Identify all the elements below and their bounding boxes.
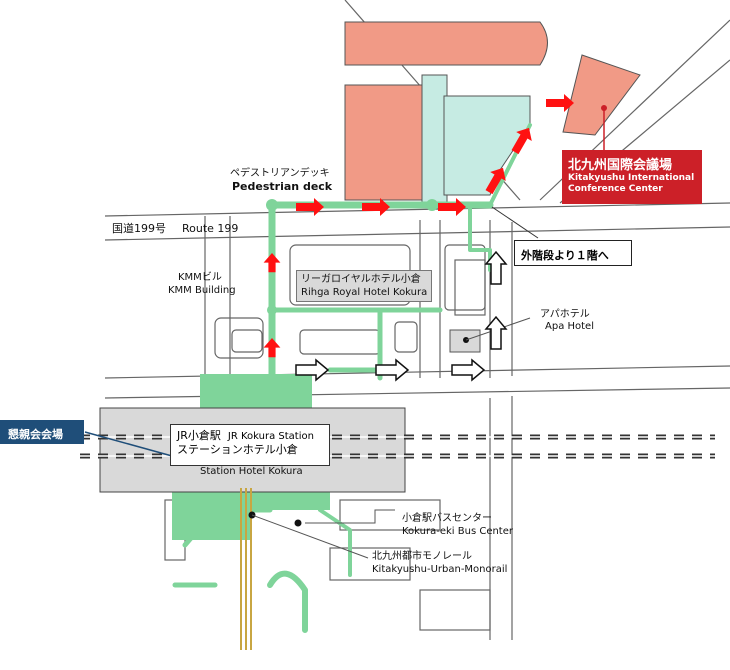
- pedestrian-deck-label-jp: ペデストリアンデッキ: [230, 168, 330, 179]
- pedestrian-deck-label-en: Pedestrian deck: [232, 180, 333, 193]
- red-arrow-right: [438, 198, 466, 216]
- station-label-jp: JR小倉駅: [177, 429, 221, 442]
- red-arrow-right: [296, 198, 324, 216]
- monorail-label-jp: 北九州都市モノレール: [372, 551, 472, 562]
- white-arrow-up: [484, 250, 508, 285]
- station-plaza: [200, 374, 312, 410]
- kmm-label-jp: KMMビル: [178, 272, 222, 283]
- conference-center-label: 北九州国際会議場 Kitakyushu International Confer…: [562, 150, 702, 204]
- monorail-leader: [251, 514, 369, 559]
- white-route-arrows: [295, 250, 508, 382]
- apa-label-en: Apa Hotel: [545, 321, 594, 332]
- station-hotel-label-jp: ステーションホテル小倉: [177, 443, 298, 457]
- white-arrow-up: [484, 315, 508, 350]
- bus-center-label-jp: 小倉駅バスセンター: [402, 513, 492, 524]
- apa-label-jp: アパホテル: [540, 309, 590, 320]
- station-label-en: JR Kokura Station: [227, 431, 314, 442]
- conference-label-en-1: Kitakyushu International: [568, 173, 695, 183]
- rihga-label-en: Rihga Royal Hotel Kokura: [301, 287, 428, 298]
- bus-center-dot: [294, 519, 302, 527]
- reception-leader: [84, 431, 173, 457]
- station-hotel-label-en: Station Hotel Kokura: [200, 466, 303, 477]
- white-arrow-right: [295, 358, 330, 382]
- buildings-teal: [421, 74, 531, 206]
- white-arrow-right: [375, 358, 410, 382]
- red-arrow-diag: [485, 167, 506, 195]
- conference-label-jp: 北九州国際会議場: [568, 158, 673, 173]
- exit-stairs-label: 外階段より１階へ: [514, 240, 632, 266]
- walkway-nodes: [266, 199, 438, 315]
- route-label-en: Route 199: [182, 222, 239, 235]
- bus-center-leader: [305, 509, 395, 524]
- route-label-jp: 国道199号: [112, 222, 166, 235]
- conference-dot: [601, 105, 607, 111]
- red-arrow-up: [263, 338, 281, 358]
- red-arrow-up: [263, 253, 281, 273]
- bus-center-label-en: Kokura-eki Bus Center: [402, 526, 513, 537]
- rihga-hotel-label: リーガロイヤルホテル小倉 Rihga Royal Hotel Kokura: [296, 270, 433, 302]
- conference-label-en-2: Conference Center: [568, 183, 663, 194]
- white-arrow-right: [451, 358, 486, 382]
- red-arrow-right: [362, 198, 390, 216]
- red-arrow-diag: [511, 127, 532, 155]
- red-arrow-right: [546, 94, 574, 112]
- exit-stairs-leader: [491, 206, 539, 239]
- monorail-label-en: Kitakyushu-Urban-Monorail: [372, 564, 508, 575]
- kmm-label-en: KMM Building: [168, 285, 236, 296]
- reception-venue-label: 懇親会会場: [0, 420, 84, 444]
- station-label-box: JR小倉駅 JR Kokura Station ステーションホテル小倉: [170, 424, 330, 466]
- south-plaza: [172, 488, 330, 540]
- rihga-label-jp: リーガロイヤルホテル小倉: [301, 274, 421, 285]
